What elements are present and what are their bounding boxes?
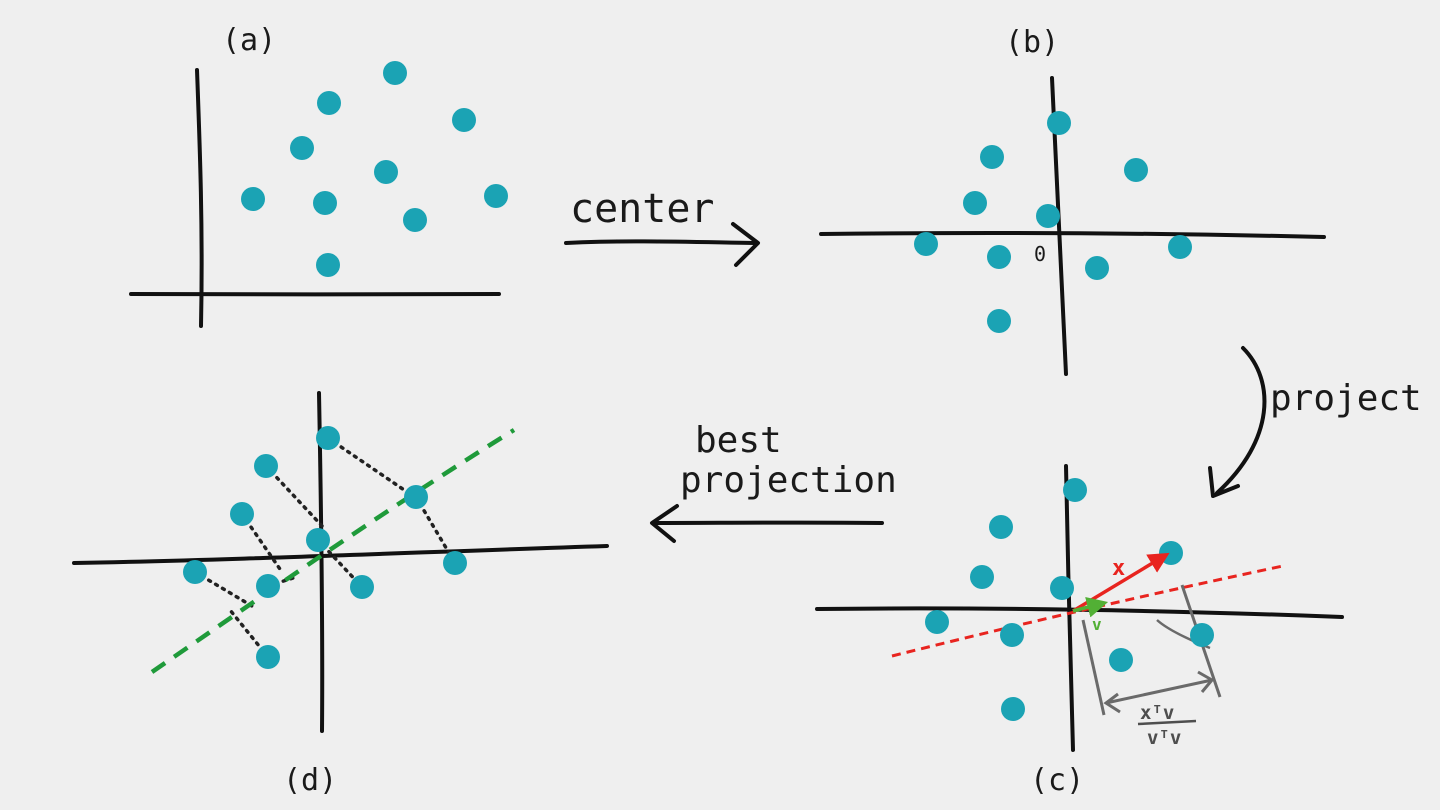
- point: [970, 565, 994, 589]
- measure-span: [1105, 678, 1213, 705]
- point: [230, 502, 254, 526]
- point: [317, 91, 341, 115]
- point: [443, 551, 467, 575]
- panel-c-vector-v-label: v: [1092, 615, 1102, 634]
- point: [1047, 111, 1071, 135]
- measure-left-tick: [1081, 619, 1106, 716]
- panel-b: (b) 0: [819, 25, 1326, 376]
- point: [1063, 478, 1087, 502]
- panel-d-points: [183, 426, 467, 669]
- point: [404, 485, 428, 509]
- arrow-best-projection-line1: best: [695, 420, 782, 461]
- point: [254, 454, 278, 478]
- panel-c-label: (c): [1030, 763, 1084, 798]
- point: [1050, 576, 1074, 600]
- point: [987, 245, 1011, 269]
- panel-c-points: [925, 478, 1214, 721]
- point: [980, 145, 1004, 169]
- arrow-center-head: [731, 222, 760, 267]
- point: [1000, 623, 1024, 647]
- measure-fraction-denominator: vᵀv: [1147, 727, 1181, 749]
- point: [1085, 256, 1109, 280]
- arrow-project-head: [1208, 466, 1240, 498]
- point: [374, 160, 398, 184]
- point: [484, 184, 508, 208]
- point: [1124, 158, 1148, 182]
- panel-c-vector-x-label: x: [1112, 556, 1125, 581]
- point: [1109, 648, 1133, 672]
- point: [1168, 235, 1192, 259]
- point: [383, 61, 407, 85]
- point: [313, 191, 337, 215]
- measure-head-right: [1197, 670, 1215, 693]
- point: [316, 426, 340, 450]
- projection-segment: [326, 436, 412, 496]
- panel-d: (d): [72, 391, 609, 798]
- point: [1190, 623, 1214, 647]
- panel-b-x-axis: [819, 231, 1326, 239]
- arrow-center-label: center: [570, 186, 715, 232]
- panel-c-vector-v: [1072, 597, 1109, 618]
- point: [241, 187, 265, 211]
- panel-a: (a): [129, 23, 508, 328]
- panel-c-measure: xᵀv vᵀv: [1081, 584, 1222, 749]
- point: [256, 574, 280, 598]
- point: [1159, 541, 1183, 565]
- point: [403, 208, 427, 232]
- panel-d-x-axis: [72, 544, 609, 565]
- projection-segment: [414, 495, 457, 565]
- point: [350, 575, 374, 599]
- arrow-center-shaft: [564, 239, 756, 245]
- arrow-project: project: [1208, 346, 1422, 498]
- point: [963, 191, 987, 215]
- point: [316, 253, 340, 277]
- projection-segment: [264, 464, 325, 529]
- point: [290, 136, 314, 160]
- point: [925, 610, 949, 634]
- panel-b-points: [914, 111, 1192, 333]
- point: [452, 108, 476, 132]
- point: [1001, 697, 1025, 721]
- point: [914, 232, 938, 256]
- panel-b-label: (b): [1005, 25, 1059, 60]
- measure-fraction-bar: [1137, 719, 1197, 726]
- point: [1036, 204, 1060, 228]
- panel-d-label: (d): [283, 763, 337, 798]
- arrow-project-label: project: [1270, 378, 1422, 419]
- arrow-project-shaft: [1215, 346, 1267, 495]
- panel-b-origin-mark: 0: [1034, 242, 1046, 266]
- measure-fraction-numerator: xᵀv: [1140, 702, 1174, 724]
- panel-a-label: (a): [222, 23, 276, 58]
- measure-head-left: [1103, 692, 1121, 714]
- arrow-best-projection-line2: projection: [680, 460, 897, 501]
- panel-a-points: [241, 61, 508, 277]
- point: [183, 560, 207, 584]
- panel-c: (c) xᵀv vᵀv: [815, 464, 1344, 798]
- point: [306, 528, 330, 552]
- arrow-best-projection: best projection: [650, 420, 897, 543]
- point: [989, 515, 1013, 539]
- arrow-best-projection-head: [650, 504, 679, 543]
- point: [987, 309, 1011, 333]
- arrow-center: center: [564, 186, 760, 267]
- panel-a-y-axis: [195, 68, 204, 328]
- point: [256, 645, 280, 669]
